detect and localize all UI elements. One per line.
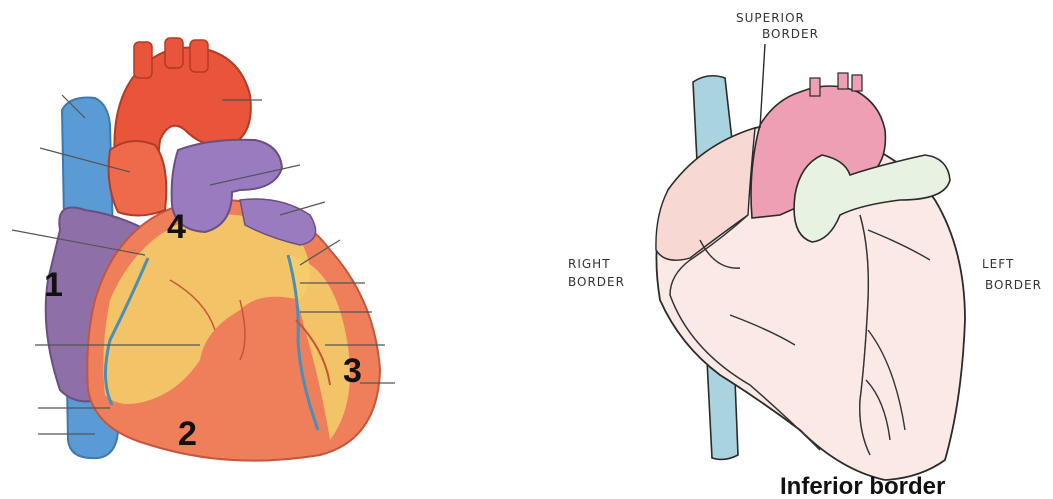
marker-4: 4	[167, 208, 186, 246]
inferior-border-caption: Inferior border	[780, 473, 945, 499]
marker-3: 3	[343, 352, 362, 390]
superior-border-label-1: SUPERIOR	[736, 11, 805, 25]
sketch-heart-figure: SUPERIOR BORDER RIGHT BORDER LEFT BORDER…	[568, 11, 1042, 499]
marker-2: 2	[178, 415, 197, 453]
left-border-label-2: BORDER	[985, 278, 1042, 292]
aortic-branch-1	[134, 42, 152, 78]
superior-border-label-2: BORDER	[762, 27, 819, 41]
sketch-aortic-branch-1	[810, 78, 820, 96]
aortic-branch-3	[190, 40, 208, 72]
right-border-label-2: BORDER	[568, 275, 625, 289]
sketch-aortic-branch-2	[838, 73, 848, 89]
anatomical-heart-figure: 1 2 3 4	[12, 38, 395, 461]
right-border-label-1: RIGHT	[568, 257, 611, 271]
left-border-label-1: LEFT	[982, 257, 1014, 271]
sketch-aortic-branch-3	[852, 75, 862, 91]
ascending-aorta	[109, 141, 167, 216]
aortic-branch-2	[165, 38, 183, 68]
marker-1: 1	[44, 266, 63, 304]
superior-border-pointer	[760, 44, 765, 128]
